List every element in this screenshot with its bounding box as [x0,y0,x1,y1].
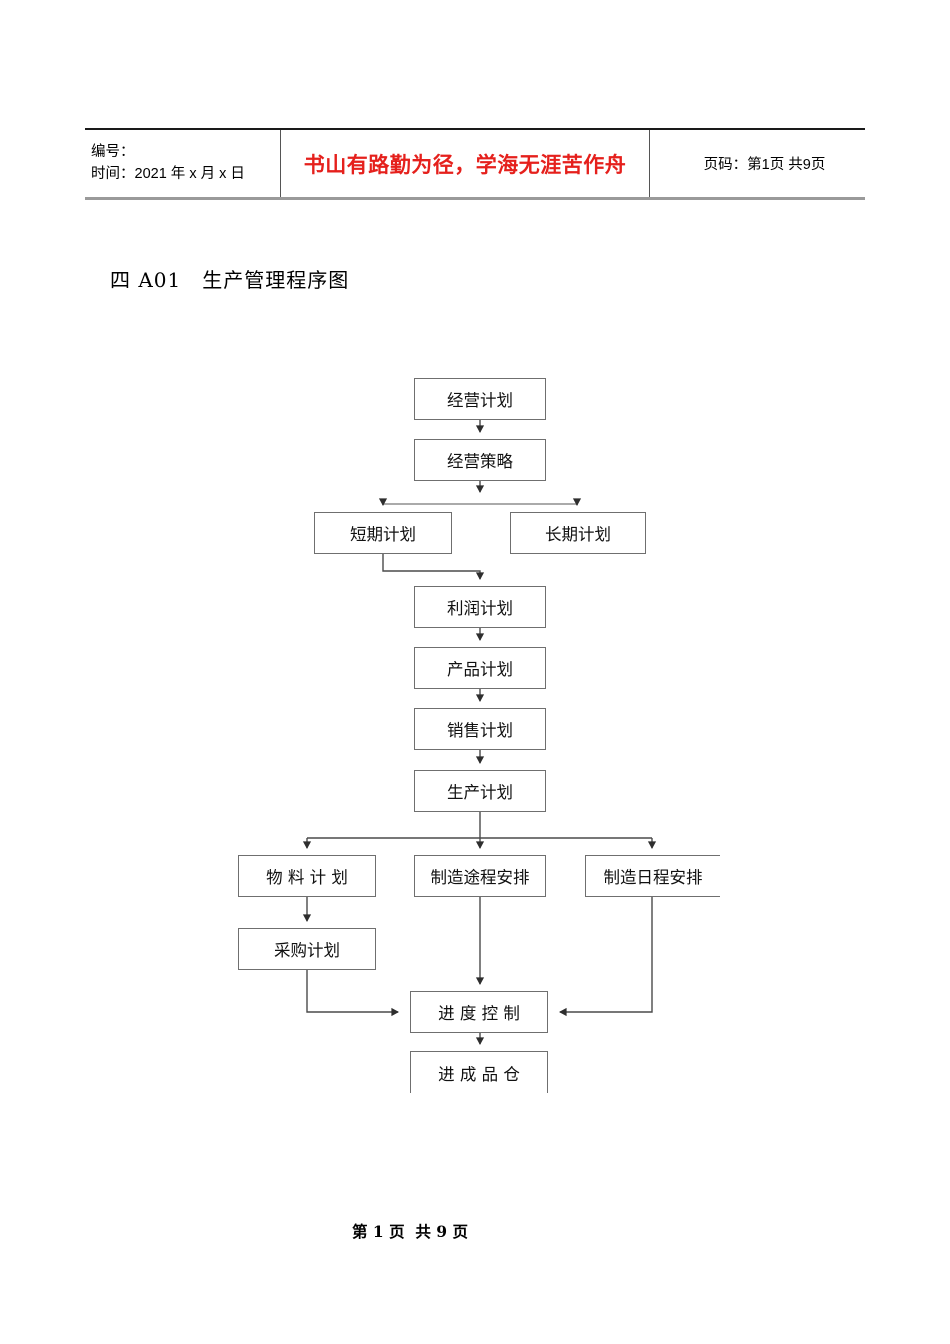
flow-node-purchase-plan: 采购计划 [238,928,376,970]
header-cell-meta: 编号： 时间：2021 年 x 月 x 日 [85,130,281,197]
flow-node-manufacturing-schedule: 制造日程安排 [585,855,720,897]
flow-node-product-plan: 产品计划 [414,647,546,689]
flow-node-business-plan: 经营计划 [414,378,546,420]
header-time-label: 时间：2021 年 x 月 x 日 [91,165,245,182]
header-cell-motto: 书山有路勤为径，学海无涯苦作舟 [281,130,650,197]
header-table: 编号： 时间：2021 年 x 月 x 日 书山有路勤为径，学海无涯苦作舟 页码… [85,128,865,200]
flow-node-profit-plan: 利润计划 [414,586,546,628]
footer-pagination: 第 1 页 共 9 页 [352,1222,468,1241]
header-cell-pagination: 页码：第1页 共9页 [650,130,865,197]
flow-node-manufacturing-routing: 制造途程安排 [414,855,546,897]
header-id-label: 编号： [91,144,135,161]
header-row: 编号： 时间：2021 年 x 月 x 日 书山有路勤为径，学海无涯苦作舟 页码… [85,130,865,197]
header-motto-text: 书山有路勤为径，学海无涯苦作舟 [303,151,627,177]
flow-node-production-plan: 生产计划 [414,770,546,812]
flow-node-material-plan: 物 料 计 划 [238,855,376,897]
flow-node-sales-plan: 销售计划 [414,708,546,750]
flow-node-progress-control: 进 度 控 制 [410,991,548,1033]
flow-node-finished-goods-warehouse: 进 成 品 仓 [410,1051,548,1093]
header-page-label: 页码：第1页 共9页 [703,157,826,173]
flow-node-business-strategy: 经营策略 [414,439,546,481]
flow-node-short-term-plan: 短期计划 [314,512,452,554]
page-title: 四 A01 生产管理程序图 [110,268,350,292]
flow-node-long-term-plan: 长期计划 [510,512,646,554]
